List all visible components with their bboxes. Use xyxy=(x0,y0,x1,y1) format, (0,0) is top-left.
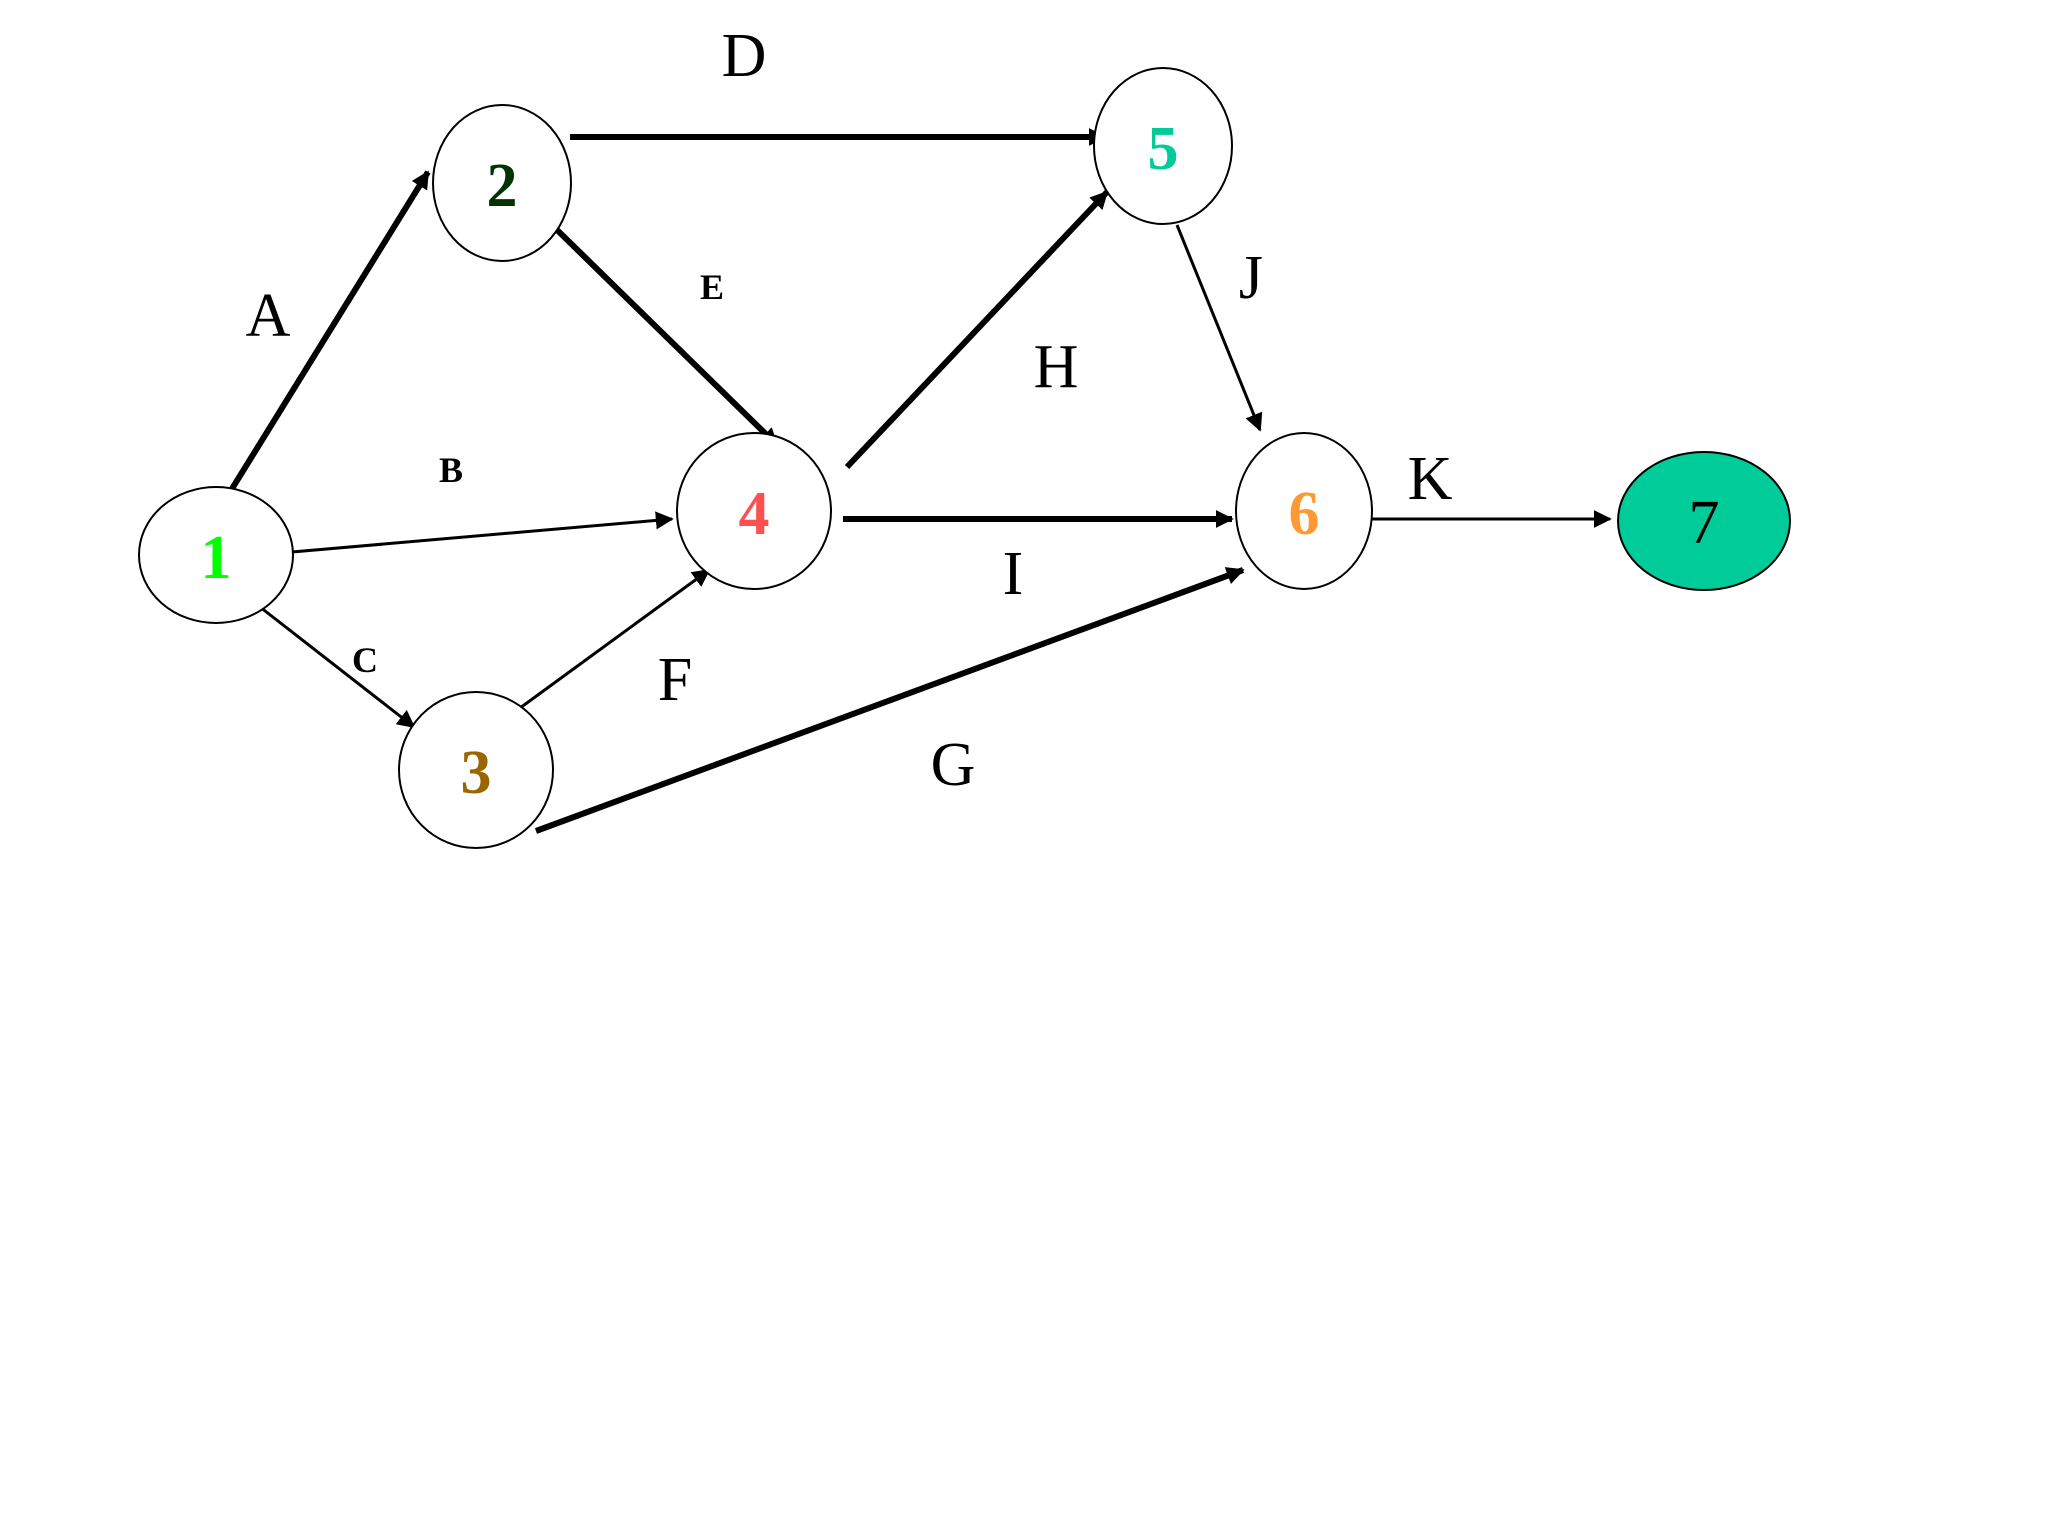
node-4: 4 xyxy=(676,432,832,590)
node-1-label: 1 xyxy=(201,524,232,592)
edge-label-b: B xyxy=(439,450,463,490)
edge-label-j: J xyxy=(1239,244,1263,312)
edge-label-k: K xyxy=(1408,445,1453,513)
node-1: 1 xyxy=(138,486,294,624)
edge-label-d: D xyxy=(722,22,767,90)
node-5-label: 5 xyxy=(1148,115,1179,183)
edge-j xyxy=(1175,224,1263,432)
node-7-label: 7 xyxy=(1689,489,1720,557)
edge-label-c: C xyxy=(352,640,378,680)
node-2-label: 2 xyxy=(487,152,518,220)
edge-b xyxy=(291,511,674,554)
edge-c xyxy=(259,605,416,729)
node-3-label: 3 xyxy=(461,739,492,807)
node-2: 2 xyxy=(432,104,572,262)
node-6-label: 6 xyxy=(1289,480,1320,548)
edge-a xyxy=(222,170,431,502)
edge-e xyxy=(549,222,780,448)
edge-label-a: A xyxy=(246,282,291,350)
edge-label-f: F xyxy=(658,646,692,714)
node-7-shape xyxy=(1617,451,1791,591)
edge-label-g: G xyxy=(931,731,976,799)
edge-g xyxy=(534,567,1245,834)
edge-f xyxy=(519,568,711,710)
edge-h xyxy=(844,189,1110,470)
node-7: 7 xyxy=(1617,451,1791,591)
node-5: 5 xyxy=(1093,67,1233,225)
edge-label-e: E xyxy=(700,267,724,307)
edge-label-h: H xyxy=(1034,333,1079,401)
node-6: 6 xyxy=(1235,432,1373,590)
node-3: 3 xyxy=(398,691,554,849)
node-4-label: 4 xyxy=(739,480,770,548)
edge-label-i: I xyxy=(1003,540,1024,608)
